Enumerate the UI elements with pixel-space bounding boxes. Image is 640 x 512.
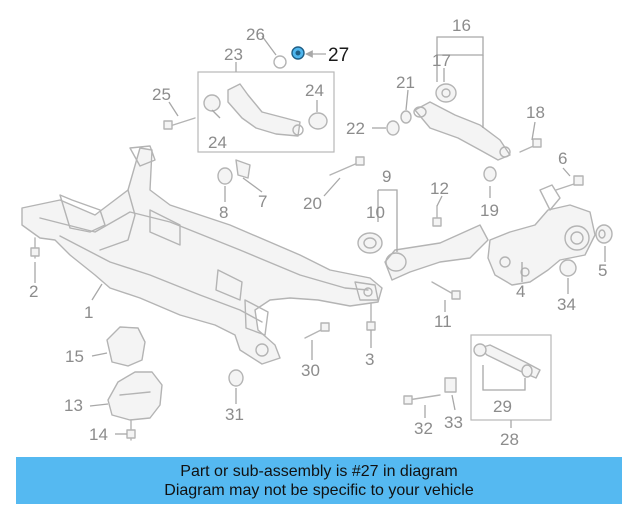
callout-24-right: 24 (305, 81, 324, 100)
callout-23: 23 (224, 45, 243, 64)
bolt-20-part (329, 156, 365, 176)
bolt-14-part (126, 419, 136, 441)
callout-15: 15 (65, 347, 84, 366)
nut-34-part (559, 259, 577, 277)
callout-25: 25 (152, 85, 171, 104)
bushing-5-part (595, 224, 613, 244)
parts-diagram: 1 2 3 4 5 6 7 8 9 10 11 12 13 14 15 16 1… (21, 16, 613, 449)
bolt-12-part (432, 205, 442, 227)
callout-9: 9 (382, 167, 391, 186)
bolt-32-part (403, 394, 441, 405)
trailing-arm-part (413, 83, 511, 161)
nut-31-part (228, 369, 244, 387)
callout-8: 8 (219, 203, 228, 222)
link-29-part (473, 343, 541, 379)
callout-1: 1 (84, 303, 93, 322)
nut-8-part (217, 167, 233, 185)
bolt-30-part (304, 322, 330, 339)
banner-line-1: Part or sub-assembly is #27 in diagram (180, 462, 458, 480)
callout-26: 26 (246, 25, 265, 44)
callout-32: 32 (414, 419, 433, 438)
callout-13: 13 (64, 396, 83, 415)
callout-33: 33 (444, 413, 463, 432)
callout-19: 19 (480, 201, 499, 220)
bolt-18-part (519, 138, 542, 153)
callout-3: 3 (365, 350, 374, 369)
callout-11: 11 (434, 312, 452, 331)
wheel-knuckle-part (487, 184, 596, 286)
bolt-2-part (30, 237, 40, 259)
bracket-13-part (107, 371, 163, 421)
callout-labels: 1 2 3 4 5 6 7 8 9 10 11 12 13 14 15 16 1… (29, 16, 607, 449)
callout-24-left: 24 (208, 133, 227, 152)
callout-14: 14 (89, 425, 108, 444)
washer-22-part (386, 120, 400, 136)
callout-21: 21 (396, 73, 415, 92)
mount-15-part (106, 326, 146, 367)
callout-27: 27 (328, 45, 349, 66)
bracket-7-part (235, 159, 251, 179)
control-arm-part (203, 83, 328, 137)
callout-12: 12 (430, 179, 449, 198)
callout-17: 17 (432, 51, 451, 70)
nut-19-part (483, 166, 497, 182)
leader-lines (34, 35, 606, 435)
banner-line-2: Diagram may not be specific to your vehi… (164, 481, 474, 499)
callout-29: 29 (493, 397, 512, 416)
callout-2: 2 (29, 282, 38, 301)
clip-33-part (444, 377, 457, 393)
group-box-23 (197, 71, 335, 153)
washer-26-part (273, 55, 287, 69)
callout-31: 31 (225, 405, 244, 424)
callout-18: 18 (526, 103, 545, 122)
callout-22: 22 (346, 119, 365, 138)
washer-21-part (400, 110, 412, 124)
bolt-25-part (163, 117, 196, 130)
callout-7: 7 (258, 192, 267, 211)
bolt-3-part (366, 302, 376, 331)
lower-link-part (357, 224, 489, 281)
subframe-part (21, 145, 383, 365)
callout-4: 4 (516, 282, 525, 301)
callout-30: 30 (301, 361, 320, 380)
callout-34: 34 (557, 295, 576, 314)
callout-10: 10 (366, 203, 385, 222)
callout-6: 6 (558, 149, 567, 168)
bolt-11-part (431, 281, 461, 300)
callout-5: 5 (598, 261, 607, 280)
info-banner: Part or sub-assembly is #27 in diagram D… (16, 457, 622, 504)
bushing-27-highlighted[interactable] (291, 46, 305, 60)
callout-20: 20 (303, 194, 322, 213)
callout-16: 16 (452, 16, 471, 35)
bolt-6-part (555, 175, 584, 191)
callout-28: 28 (500, 430, 519, 449)
